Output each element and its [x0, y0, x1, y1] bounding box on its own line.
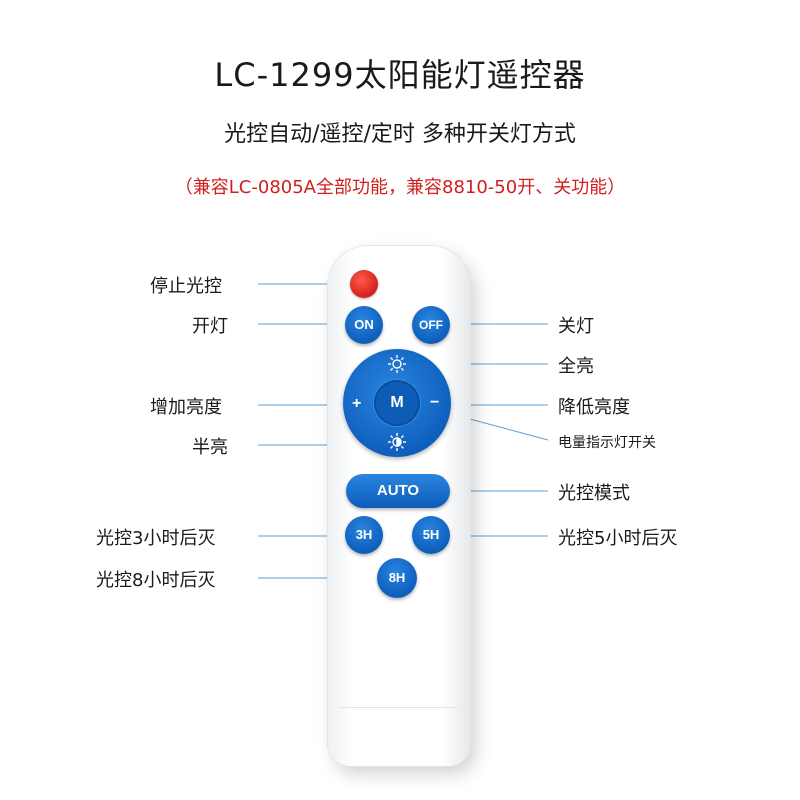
timer-5h-button[interactable]: 5H — [412, 516, 450, 554]
stop-light-control-button[interactable] — [350, 270, 378, 298]
remote-foot-seam — [340, 707, 458, 720]
half-sun-icon[interactable] — [387, 432, 407, 452]
label-off-after-8h: 光控8小时后灭 — [96, 570, 216, 591]
sun-icon[interactable] — [387, 354, 407, 374]
plus-button[interactable]: + — [352, 395, 362, 412]
label-decrease-brightness: 降低亮度 — [558, 397, 630, 418]
timer-5h-label: 5H — [422, 527, 440, 542]
mode-button[interactable]: M — [374, 380, 420, 426]
on-button-label: ON — [354, 317, 374, 332]
label-off-after-5h: 光控5小时后灭 — [558, 528, 678, 549]
label-light-control-mode: 光控模式 — [558, 483, 630, 504]
label-increase-brightness: 增加亮度 — [150, 397, 222, 418]
off-button[interactable]: OFF — [412, 306, 450, 344]
label-off-after-3h: 光控3小时后灭 — [96, 528, 216, 549]
page-title: LC-1299太阳能灯遥控器 — [214, 56, 586, 94]
timer-3h-button[interactable]: 3H — [345, 516, 383, 554]
compatibility-note: （兼容LC-0805A全部功能，兼容8810-50开、关功能） — [174, 177, 626, 198]
auto-button[interactable]: AUTO — [346, 474, 450, 508]
timer-3h-label: 3H — [355, 527, 373, 542]
label-turn-on: 开灯 — [192, 316, 228, 337]
timer-8h-label: 8H — [388, 570, 406, 585]
off-button-label: OFF — [419, 318, 443, 332]
label-half-bright: 半亮 — [192, 437, 228, 458]
label-full-bright: 全亮 — [558, 356, 594, 377]
minus-button[interactable]: − — [430, 394, 440, 411]
label-stop-light-control: 停止光控 — [150, 276, 222, 297]
label-battery-indicator-switch: 电量指示灯开关 — [558, 435, 656, 451]
label-turn-off: 关灯 — [558, 316, 594, 337]
page-subtitle: 光控自动/遥控/定时 多种开关灯方式 — [224, 122, 576, 147]
on-button[interactable]: ON — [345, 306, 383, 344]
timer-8h-button[interactable]: 8H — [377, 558, 417, 598]
